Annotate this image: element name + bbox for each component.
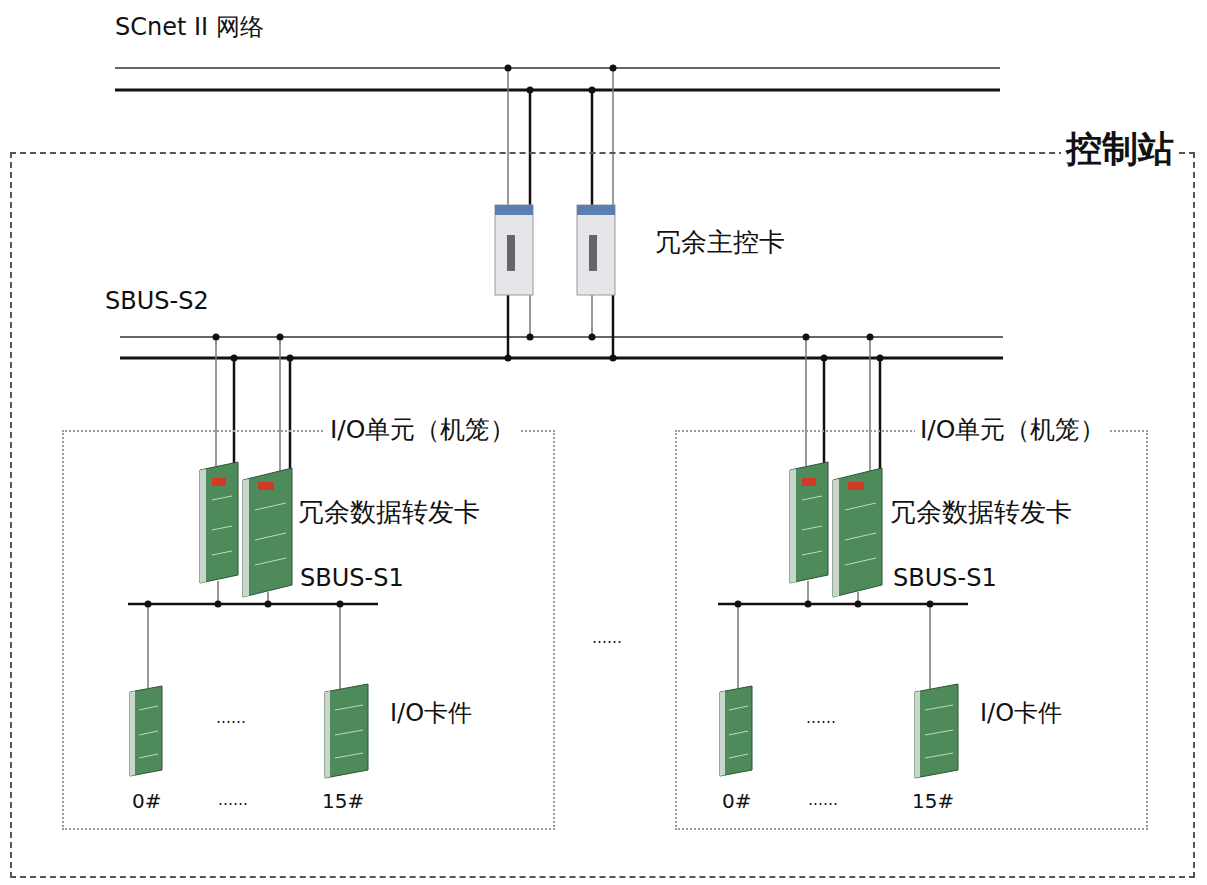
bus-name: SBUS-S1 xyxy=(893,565,997,593)
io-unit-drawing xyxy=(128,334,378,779)
junction-dot xyxy=(610,355,617,362)
junction-dot xyxy=(527,87,534,94)
scnet-line xyxy=(115,89,1000,92)
card-name: 冗余数据转发卡 xyxy=(890,498,1072,528)
ellipsis: …… xyxy=(216,710,246,727)
scnet-line xyxy=(115,67,1000,69)
network-name: SCnet II 网络 xyxy=(115,14,264,42)
junction-dot xyxy=(527,334,534,341)
node-title: I/O单元（机笼） xyxy=(915,416,1110,445)
card-top xyxy=(495,205,533,215)
ellipsis: …… xyxy=(806,710,836,727)
master-card xyxy=(577,205,615,295)
junction-dot xyxy=(610,65,617,72)
bus-drop xyxy=(507,295,510,358)
bus-drop xyxy=(591,90,594,205)
ellipsis: …… xyxy=(592,630,622,647)
bus-drop xyxy=(591,295,593,337)
card-slot xyxy=(589,235,597,271)
master-card xyxy=(495,205,533,295)
io-unit-box: I/O单元（机笼） xyxy=(62,430,555,830)
junction-dot xyxy=(505,65,512,72)
bus-drop xyxy=(529,90,532,205)
bus-name: SBUS-S1 xyxy=(300,565,404,593)
slot-number: 0# xyxy=(132,790,161,813)
slot-number: 15# xyxy=(322,790,364,813)
slot-number: 15# xyxy=(912,790,954,813)
bus-drop xyxy=(612,295,615,358)
bus-drop xyxy=(529,295,531,337)
slot-number: 0# xyxy=(722,790,751,813)
junction-dot xyxy=(505,355,512,362)
bus-name: SBUS-S2 xyxy=(105,288,209,316)
ellipsis: …… xyxy=(218,792,248,809)
node-title: 控制站 xyxy=(1061,128,1179,169)
card-name: 冗余主控卡 xyxy=(655,228,785,258)
node-title: I/O单元（机笼） xyxy=(325,416,520,445)
junction-dot xyxy=(589,334,596,341)
junction-dot xyxy=(589,87,596,94)
bus-drop xyxy=(612,68,614,205)
card-name: I/O卡件 xyxy=(980,700,1062,728)
card-slot xyxy=(507,235,515,271)
card-name: I/O卡件 xyxy=(390,700,472,728)
card-top xyxy=(577,205,615,215)
io-unit-box: I/O单元（机笼） xyxy=(675,430,1148,830)
bus-drop xyxy=(507,68,509,205)
ellipsis: …… xyxy=(808,792,838,809)
card-name: 冗余数据转发卡 xyxy=(298,498,480,528)
io-unit-drawing xyxy=(718,334,968,779)
